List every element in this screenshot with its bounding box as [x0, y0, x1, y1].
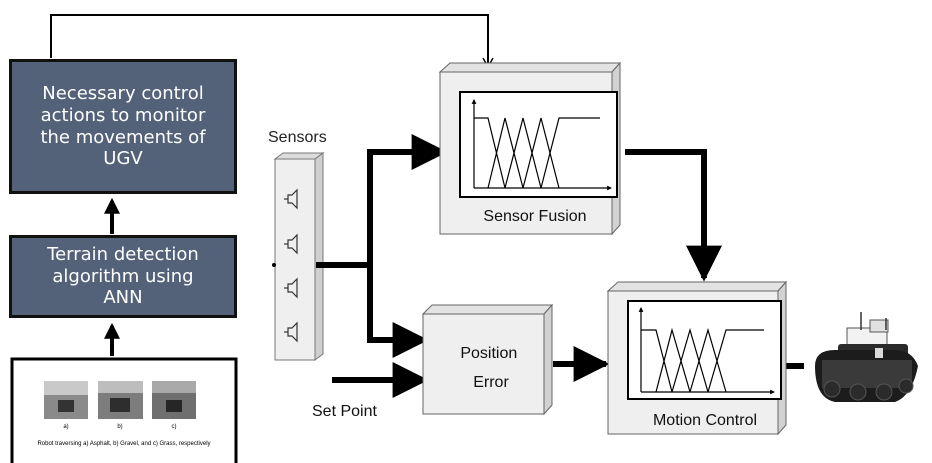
sensor-output-dot [272, 263, 276, 267]
membership-function-chart-icon [471, 99, 612, 191]
sensors-block [273, 152, 325, 361]
membership-function-chart-icon [638, 307, 775, 395]
photo-gravel [98, 381, 143, 419]
sensor-fusion-label: Sensor Fusion [483, 208, 586, 225]
motion-control-block [606, 280, 788, 436]
photo-sublabel-b: b) [117, 424, 122, 430]
split-to-position-error-arrow [367, 262, 429, 358]
set-point-label: Set Point [312, 403, 377, 420]
fusion-to-motion-arrow [625, 149, 722, 282]
terrain-detection-box: Terrain detection algorithm using ANN [9, 235, 237, 318]
motion-control-label: Motion Control [653, 412, 757, 429]
terrain-photos-panel: a) b) c) Robot traversing a) Asphalt, b)… [10, 357, 238, 463]
photo-asphalt [44, 381, 88, 419]
speaker-icon [284, 277, 298, 299]
tracked-robot-icon [815, 312, 918, 402]
control-actions-box: Necessary control actions to monitor the… [9, 59, 237, 194]
photo-grass [152, 381, 196, 419]
position-error-label: Position Error [460, 345, 521, 391]
terrain-detection-text: Terrain detection algorithm using ANN [47, 243, 199, 309]
photo-sublabel-a: a) [63, 424, 68, 430]
position-error-line-2: Error [473, 374, 509, 391]
split-to-sensor-fusion-arrow [367, 134, 448, 268]
feedback-loop-line [50, 14, 494, 69]
speaker-icon [284, 321, 298, 343]
control-actions-text: Necessary control actions to monitor the… [40, 82, 206, 170]
position-error-line-1: Position [460, 345, 517, 362]
speaker-icon [284, 188, 298, 210]
photo-caption: Robot traversing a) Asphalt, b) Gravel, … [37, 441, 210, 447]
speaker-icon [284, 233, 298, 255]
photo-sublabel-c: c) [172, 424, 177, 430]
sensors-label: Sensors [268, 129, 327, 146]
position-error-block [421, 303, 554, 416]
